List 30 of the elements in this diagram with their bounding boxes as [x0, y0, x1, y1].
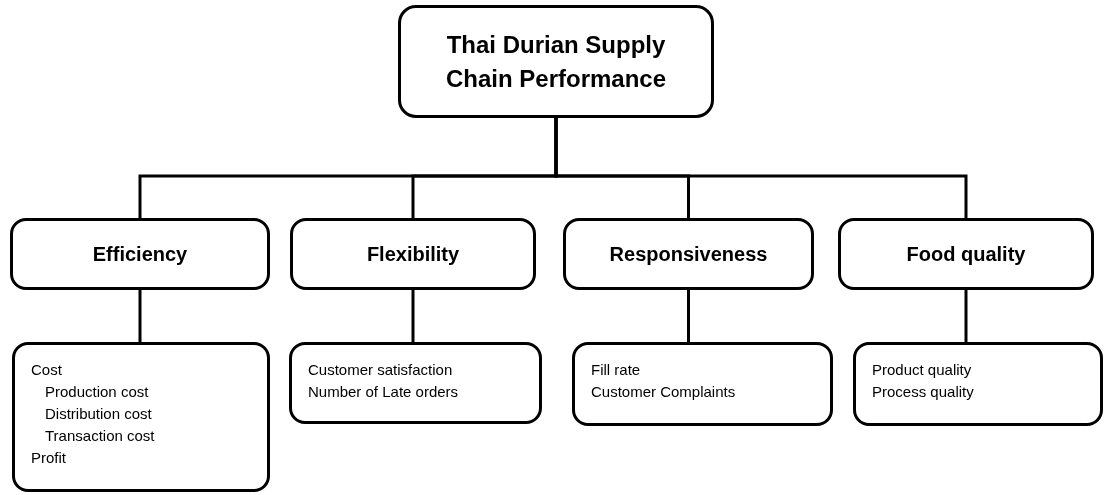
connector-line	[554, 118, 968, 218]
category-label: Flexibility	[366, 242, 460, 266]
metric-list-box	[289, 342, 542, 424]
category-box	[563, 218, 814, 290]
metric-text: Production cost	[45, 382, 149, 402]
title-box	[398, 5, 714, 118]
metric-text: Transaction cost	[45, 426, 155, 446]
category-label: Efficiency	[92, 242, 188, 266]
metric-text: Customer Complaints	[591, 382, 736, 402]
category-box	[838, 218, 1094, 290]
metric-text: Customer satisfaction	[308, 360, 453, 380]
category-label: Responsiveness	[609, 242, 768, 266]
connector-line	[964, 290, 968, 342]
metric-text: Fill rate	[591, 360, 641, 380]
title-text: Thai Durian Supply Chain Performance	[444, 29, 668, 94]
metric-text: Cost	[31, 360, 62, 380]
metric-text: Profit	[31, 448, 66, 468]
connector-line	[411, 290, 415, 342]
connector-line	[687, 290, 690, 342]
metric-list-box	[853, 342, 1103, 426]
metric-text: Product quality	[872, 360, 972, 380]
category-label: Food quality	[906, 242, 1026, 266]
metric-text: Number of Late orders	[308, 382, 459, 402]
metric-list-box	[12, 342, 270, 492]
metric-list-box	[572, 342, 833, 426]
category-box	[10, 218, 270, 290]
category-box	[290, 218, 536, 290]
metric-text: Process quality	[872, 382, 974, 402]
connector-line	[138, 290, 142, 342]
metric-text: Distribution cost	[45, 404, 152, 424]
